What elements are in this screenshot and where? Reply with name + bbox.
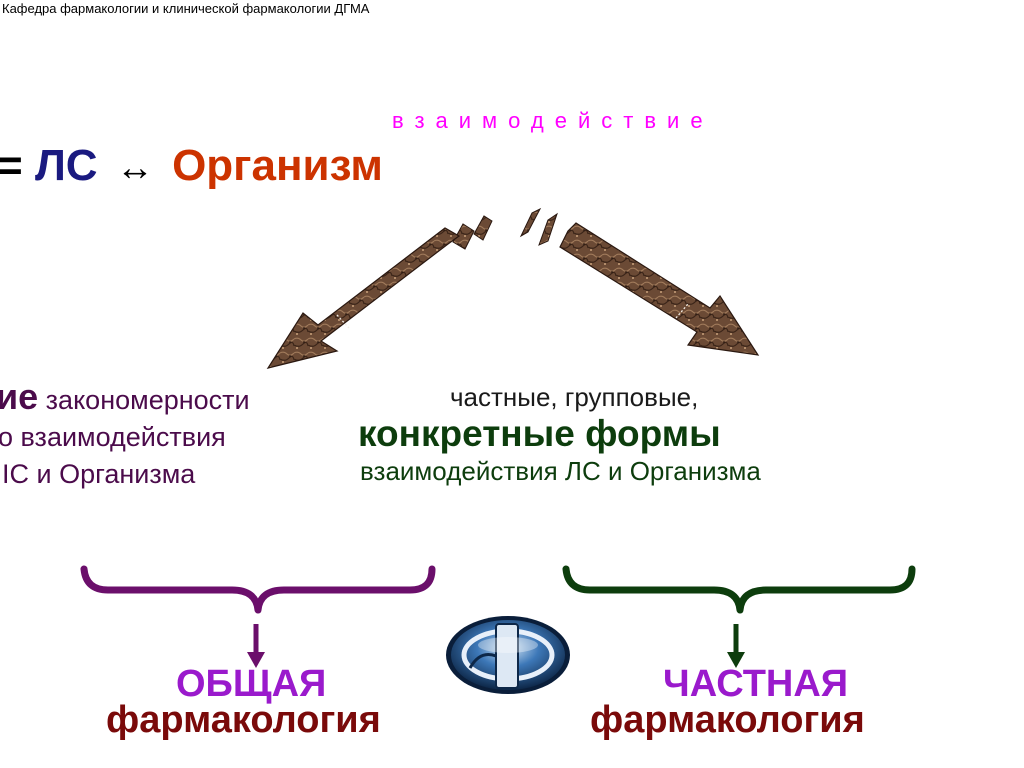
- right-arrow-icon: [519, 207, 760, 356]
- general-description-line1: закономерности: [45, 385, 250, 415]
- general-description: ие закономерности о взаимодействия ІС и …: [0, 378, 250, 493]
- left-brace: [80, 565, 436, 614]
- equals-sign: =: [0, 141, 23, 190]
- formula: = ЛС ↔ Организм: [0, 140, 383, 194]
- general-pharmacology-subtitle: фармакология: [106, 699, 381, 741]
- special-description-line2: конкретные формы: [358, 413, 721, 454]
- right-brace: [562, 565, 916, 614]
- special-description-line1: частные, групповые,: [450, 382, 699, 412]
- interaction-word: взаимодействие: [392, 108, 714, 133]
- right-down-arrow-head-icon: [727, 652, 745, 668]
- left-arrow-icon: [266, 215, 493, 369]
- general-pharmacology-title: ОБЩАЯ: [176, 663, 327, 705]
- organism-label: Организм: [172, 141, 383, 190]
- pharmacy-logo-icon: [446, 616, 570, 694]
- general-description-strong: ие: [0, 376, 39, 417]
- special-pharmacology-subtitle: фармакология: [590, 699, 865, 741]
- header-caption: Кафедра фармакологии и клинической фарма…: [2, 1, 370, 16]
- special-pharmacology-title: ЧАСТНАЯ: [663, 663, 849, 705]
- special-description-line3: взаимодействия ЛС и Организма: [360, 456, 761, 486]
- drug-label: ЛС: [34, 141, 98, 190]
- left-down-arrow-head-icon: [247, 652, 265, 668]
- special-description: частные, групповые, конкретные формы вза…: [358, 380, 761, 488]
- general-description-line2: о взаимодействия: [0, 422, 226, 452]
- bidirectional-arrow-icon: ↔: [115, 147, 154, 189]
- general-description-line3: ІС и Организма: [2, 459, 196, 489]
